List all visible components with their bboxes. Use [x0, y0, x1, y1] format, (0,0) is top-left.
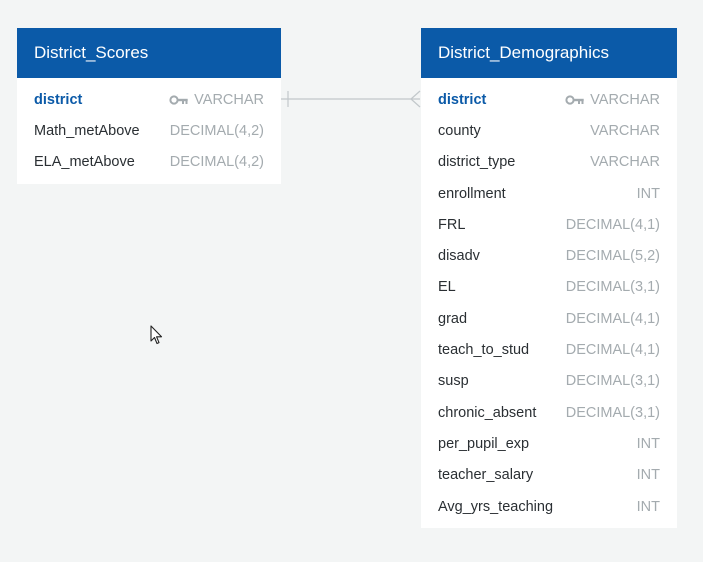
column-type-label: DECIMAL(4,1) [565, 216, 660, 233]
column-name: grad [438, 310, 468, 327]
column-row[interactable]: district VARCHAR [17, 84, 281, 115]
column-name: Math_metAbove [34, 122, 140, 139]
column-row[interactable]: per_pupil_exp INT [421, 428, 677, 459]
column-type: VARCHAR [590, 123, 660, 139]
column-name: ELA_metAbove [34, 154, 135, 171]
column-name: teacher_salary [438, 467, 534, 484]
column-type-label: DECIMAL(3,1) [565, 279, 660, 296]
column-type: INT [637, 467, 660, 483]
column-row[interactable]: grad DECIMAL(4,1) [421, 303, 677, 334]
column-type-label: VARCHAR [590, 122, 660, 139]
mouse-pointer-icon [150, 325, 163, 345]
column-type: VARCHAR [565, 92, 660, 108]
column-type-label: DECIMAL(3,1) [565, 404, 660, 421]
key-icon [565, 95, 584, 105]
column-row[interactable]: county VARCHAR [421, 115, 677, 146]
column-type: INT [637, 436, 660, 452]
column-name: district [438, 91, 487, 108]
column-type-label: DECIMAL(4,2) [169, 122, 264, 139]
column-type-label: INT [636, 467, 660, 484]
column-row[interactable]: district_type VARCHAR [421, 147, 677, 178]
column-type: VARCHAR [169, 92, 264, 108]
column-type: VARCHAR [590, 154, 660, 170]
column-name: enrollment [438, 185, 506, 202]
column-name: per_pupil_exp [438, 435, 530, 452]
table-header[interactable]: District_Demographics [421, 28, 677, 78]
column-row[interactable]: EL DECIMAL(3,1) [421, 272, 677, 303]
column-name: teach_to_stud [438, 342, 530, 359]
column-type-label: INT [636, 435, 660, 452]
column-row[interactable]: teacher_salary INT [421, 460, 677, 491]
column-name: Avg_yrs_teaching [438, 498, 554, 515]
column-name: disadv [438, 248, 480, 265]
column-row[interactable]: chronic_absent DECIMAL(3,1) [421, 397, 677, 428]
table-header[interactable]: District_Scores [17, 28, 281, 78]
column-row[interactable]: enrollment INT [421, 178, 677, 209]
many-marker-upper [410, 90, 421, 100]
column-name: chronic_absent [438, 404, 537, 421]
column-type: DECIMAL(3,1) [566, 279, 660, 295]
column-type-label: VARCHAR [194, 91, 264, 108]
column-type: INT [637, 186, 660, 202]
column-row[interactable]: district VARCHAR [421, 84, 677, 115]
column-row[interactable]: Avg_yrs_teaching INT [421, 491, 677, 522]
many-marker-lower [410, 98, 421, 108]
column-name: district_type [438, 154, 516, 171]
column-type: INT [637, 499, 660, 515]
column-row[interactable]: teach_to_stud DECIMAL(4,1) [421, 334, 677, 365]
column-name: district [34, 91, 83, 108]
column-name: EL [438, 279, 456, 296]
column-type: DECIMAL(4,2) [170, 123, 264, 139]
column-type: DECIMAL(4,1) [566, 311, 660, 327]
column-row[interactable]: susp DECIMAL(3,1) [421, 366, 677, 397]
column-type-label: DECIMAL(4,1) [565, 342, 660, 359]
column-type-label: VARCHAR [590, 154, 660, 171]
column-type-label: VARCHAR [590, 91, 660, 108]
column-name: county [438, 122, 481, 139]
column-type: DECIMAL(4,1) [566, 217, 660, 233]
column-type-label: INT [636, 185, 660, 202]
column-type-label: DECIMAL(3,1) [565, 373, 660, 390]
column-row[interactable]: disadv DECIMAL(5,2) [421, 240, 677, 271]
column-name: FRL [438, 216, 466, 233]
column-type: DECIMAL(3,1) [566, 405, 660, 421]
column-type-label: DECIMAL(4,1) [565, 310, 660, 327]
column-type: DECIMAL(4,2) [170, 154, 264, 170]
column-type-label: INT [636, 498, 660, 515]
column-type-label: DECIMAL(4,2) [169, 154, 264, 171]
column-name: susp [438, 373, 469, 390]
table-district-scores[interactable]: District_Scores district VARCHAR Math_metA… [17, 28, 281, 184]
column-type: DECIMAL(4,1) [566, 342, 660, 358]
key-icon [169, 95, 188, 105]
column-row[interactable]: Math_metAbove DECIMAL(4,2) [17, 115, 281, 146]
column-row[interactable]: FRL DECIMAL(4,1) [421, 209, 677, 240]
column-type-label: DECIMAL(5,2) [565, 248, 660, 265]
column-type: DECIMAL(5,2) [566, 248, 660, 264]
column-row[interactable]: ELA_metAbove DECIMAL(4,2) [17, 147, 281, 178]
column-type: DECIMAL(3,1) [566, 373, 660, 389]
